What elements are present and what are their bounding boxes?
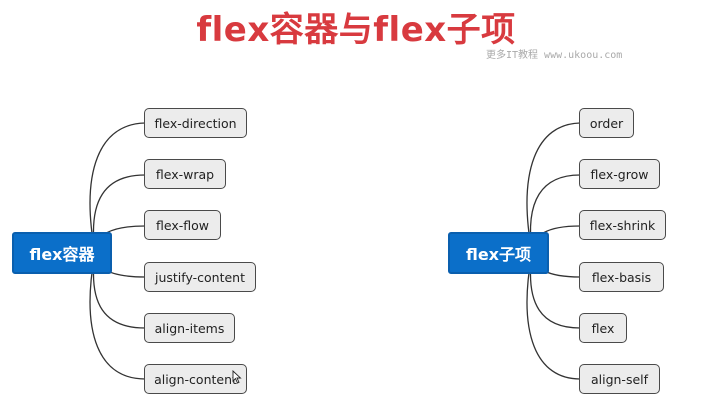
node-flex-basis[interactable]: flex-basis xyxy=(579,262,664,292)
node-flex-direction[interactable]: flex-direction xyxy=(144,108,247,138)
page-title: flex容器与flex子项 xyxy=(196,10,516,50)
node-justify-content[interactable]: justify-content xyxy=(144,262,256,292)
root-node-label: flex容器 xyxy=(29,245,95,264)
connector-left-6 xyxy=(89,252,146,380)
connector-left-1 xyxy=(89,122,146,254)
node-flex[interactable]: flex xyxy=(579,313,627,343)
root-node-label: flex子项 xyxy=(465,245,532,264)
watermark-text: 更多IT教程 www.ukoou.com xyxy=(486,50,623,61)
node-order[interactable]: order xyxy=(579,108,634,138)
node-align-content[interactable]: align-content xyxy=(144,364,247,394)
node-align-items[interactable]: align-items xyxy=(144,313,235,343)
node-flex-grow[interactable]: flex-grow xyxy=(579,159,660,189)
mouse-cursor-icon xyxy=(232,370,242,384)
connector-right-6 xyxy=(526,252,581,380)
node-flex-wrap[interactable]: flex-wrap xyxy=(144,159,226,189)
root-node-flex-container[interactable]: flex容器 xyxy=(12,232,112,274)
node-align-self[interactable]: align-self xyxy=(579,364,660,394)
connector-right-1 xyxy=(526,122,581,254)
root-node-flex-item[interactable]: flex子项 xyxy=(448,232,549,274)
node-flex-shrink[interactable]: flex-shrink xyxy=(579,210,666,240)
node-flex-flow[interactable]: flex-flow xyxy=(144,210,221,240)
